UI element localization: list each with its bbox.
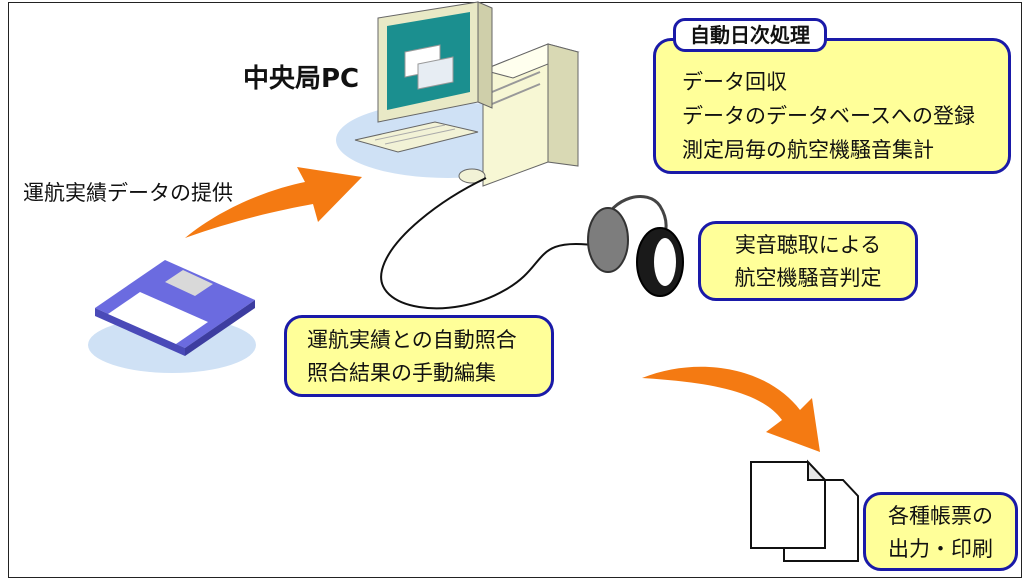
listening-line-2: 航空機騒音判定 bbox=[734, 266, 882, 290]
matching-line-2: 照合結果の手動編集 bbox=[307, 361, 496, 385]
listening-judgement-box: 実音聴取による 航空機騒音判定 bbox=[698, 221, 918, 301]
auto-item-data-collection: データ回収 bbox=[682, 70, 787, 94]
computer-icon bbox=[354, 1, 580, 187]
auto-item-noise-aggregation: 測定局毎の航空機騒音集計 bbox=[682, 138, 934, 162]
output-line-2: 出力・印刷 bbox=[888, 537, 993, 561]
auto-daily-processing-box: データ回収 データのデータベースへの登録 測定局毎の航空機騒音集計 bbox=[653, 38, 1011, 174]
documents-icon bbox=[750, 459, 859, 562]
headphones-icon bbox=[587, 195, 684, 297]
output-line-1: 各種帳票の bbox=[888, 504, 993, 528]
matching-line-1: 運航実績との自動照合 bbox=[307, 328, 517, 352]
report-output-box: 各種帳票の 出力・印刷 bbox=[863, 492, 1018, 571]
headphone-cable bbox=[380, 177, 601, 310]
output-arrow bbox=[642, 366, 820, 452]
upload-arrow bbox=[185, 167, 362, 238]
floppy-disk-icon bbox=[95, 260, 255, 356]
matching-box: 運航実績との自動照合 照合結果の手動編集 bbox=[284, 315, 554, 397]
auto-item-database-registration: データのデータベースへの登録 bbox=[682, 104, 975, 128]
auto-daily-processing-tag: 自動日次処理 bbox=[673, 18, 827, 52]
central-pc-title: 中央局PC bbox=[243, 64, 360, 94]
flight-data-label: 運航実績データの提供 bbox=[23, 181, 233, 205]
listening-line-1: 実音聴取による bbox=[734, 233, 882, 257]
